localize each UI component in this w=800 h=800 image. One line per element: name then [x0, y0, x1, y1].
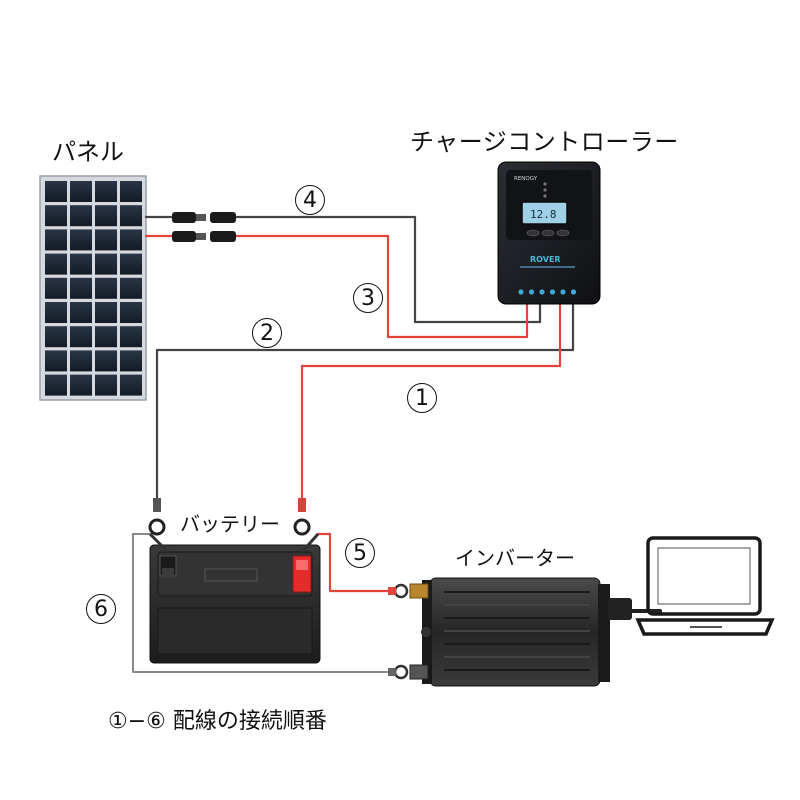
panel-cell — [120, 350, 142, 372]
panel-cell — [45, 181, 67, 202]
wire-1-battery-positive — [300, 298, 562, 507]
battery-positive-terminal — [292, 518, 320, 593]
panel-cell — [45, 205, 67, 227]
step-marker-5: 5 — [345, 538, 375, 568]
mc4-connector-positive — [172, 231, 236, 242]
controller-terminal — [528, 289, 535, 295]
panel-cell — [70, 302, 92, 323]
panel-cell — [70, 326, 92, 348]
panel-cell — [120, 277, 142, 299]
controller-terminal — [570, 289, 577, 295]
controller-buttons — [526, 229, 570, 237]
wire-6-inverter-negative — [132, 533, 396, 673]
panel-cell — [45, 374, 67, 396]
panel-label: パネル — [52, 138, 124, 166]
step-marker-4: 4 — [295, 185, 325, 215]
step-marker-3: 3 — [353, 283, 383, 313]
panel-cell — [70, 181, 92, 202]
panel-cell — [120, 374, 142, 396]
panel-cell — [95, 181, 117, 202]
panel-cell — [45, 229, 67, 251]
panel-cell — [45, 302, 67, 323]
controller-status-leds — [543, 182, 547, 198]
panel-cell — [70, 229, 92, 251]
panel-cell — [70, 205, 92, 227]
wire-2-battery-negative — [155, 298, 575, 507]
panel-cell — [95, 326, 117, 348]
controller-terminal — [560, 289, 566, 295]
panel-cell — [95, 374, 117, 396]
solar-panel — [39, 175, 147, 401]
inverter-positive-terminal — [388, 583, 429, 599]
wire-5-inverter-positive — [316, 532, 397, 593]
panel-cell — [95, 302, 117, 323]
panel-cell — [70, 350, 92, 372]
battery-negative-terminal — [148, 518, 177, 578]
wire-4-panel-negative — [144, 215, 542, 324]
mc4-connectors — [172, 212, 236, 242]
panel-cell — [95, 229, 117, 251]
panel-cell — [95, 205, 117, 227]
battery-label: バッテリー — [180, 512, 280, 536]
panel-cell — [95, 253, 117, 275]
step-marker-2: 2 — [252, 318, 282, 348]
wiring-order-caption: ①−⑥ 配線の接続順番 — [108, 709, 327, 734]
step-marker-6: 6 — [86, 594, 116, 624]
inverter-negative-terminal — [388, 664, 429, 680]
controller-terminal — [518, 289, 524, 295]
laptop — [635, 536, 775, 636]
panel-cell — [120, 229, 142, 251]
controller-terminal — [539, 289, 545, 295]
controller-brand: RENOGY — [514, 176, 538, 182]
panel-cell — [95, 277, 117, 299]
panel-cell — [120, 253, 142, 275]
battery — [148, 498, 321, 664]
wire-3-panel-positive — [144, 234, 529, 339]
panel-cells — [45, 181, 142, 396]
mc4-connector-negative — [172, 212, 236, 223]
controller-lcd-value: 12.8 — [530, 208, 557, 221]
controller-lcd — [521, 201, 568, 225]
panel-cell — [45, 277, 67, 299]
charge-controller: RENOGY 12.8 ROVER — [497, 161, 601, 305]
panel-cell — [120, 205, 142, 227]
charge-controller-label: チャージコントローラー — [410, 128, 679, 156]
controller-model: ROVER — [530, 255, 561, 264]
panel-cell — [70, 253, 92, 275]
inverter — [388, 577, 632, 687]
wires — [132, 215, 662, 673]
panel-cell — [120, 181, 142, 202]
panel-cell — [95, 350, 117, 372]
laptop-cable — [630, 609, 662, 614]
panel-cell — [45, 253, 67, 275]
panel-cell — [70, 277, 92, 299]
controller-terminals — [518, 289, 577, 295]
panel-cell — [45, 326, 67, 348]
inverter-label: インバーター — [455, 546, 575, 570]
wire-1-lug — [298, 498, 306, 512]
controller-terminal — [549, 289, 556, 295]
inverter-fins — [444, 591, 590, 671]
panel-cell — [120, 302, 142, 323]
wire-2-lug — [153, 498, 161, 512]
panel-cell — [45, 350, 67, 372]
panel-cell — [120, 326, 142, 348]
panel-cell — [70, 374, 92, 396]
step-marker-1: 1 — [407, 383, 437, 413]
